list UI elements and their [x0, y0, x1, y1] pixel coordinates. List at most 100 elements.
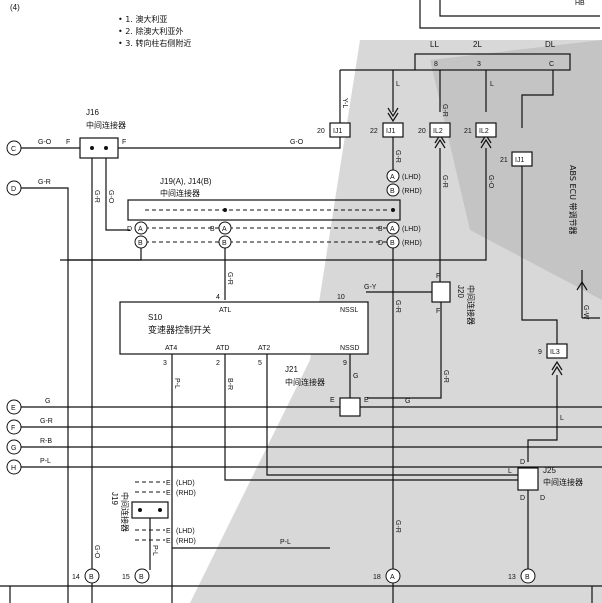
terminal-c[interactable]: C [6, 140, 22, 156]
svg-text:A: A [390, 226, 395, 233]
j16-pin-left: F [66, 139, 70, 146]
2l-label: 2L [473, 40, 482, 49]
wire-j19-left [68, 248, 142, 261]
j19b-connector [131, 501, 169, 519]
wire-nssd-label: G [353, 373, 358, 380]
wire-bottom-pl-label: P-L [280, 539, 291, 546]
s10-nssl: NSSL [340, 307, 358, 314]
wire-g-label: R-B [40, 438, 52, 445]
j16-pin-right: F [122, 139, 126, 146]
wire-l-top2: L [490, 81, 494, 88]
ij1-c-label: IJ1 [515, 157, 524, 164]
terminal-b15-pin: 15 [122, 574, 130, 581]
svg-text:D: D [127, 226, 132, 233]
hb-label: HB [575, 0, 585, 7]
j19b-rhd: (RHD) [176, 490, 196, 497]
terminal-b13[interactable]: 13 B [508, 568, 536, 584]
terminal-a18-label: A [390, 574, 395, 581]
wire-atl-label: G-R [226, 272, 233, 285]
j19-name: 中间连接器 [160, 188, 200, 198]
j19b-id: J19 [110, 492, 119, 505]
j19b-rhd-2: (RHD) [176, 538, 196, 545]
header-label: (4) [10, 3, 20, 12]
terminal-b14[interactable]: 14 B [72, 568, 100, 584]
s10-nssd-pin: 9 [343, 360, 347, 367]
rhd-label: (RHD) [402, 188, 422, 195]
j21-name: 中间连接器 [285, 377, 325, 387]
j19-connector-top [127, 199, 401, 221]
svg-text:B: B [390, 240, 395, 247]
wire-j19b-pl: P-L [151, 545, 158, 556]
wire-j16-drop-2-label: G-O [107, 190, 114, 204]
wire-il2-b-label: G-O [487, 175, 494, 189]
terminal-e[interactable]: E [6, 399, 22, 415]
j21-pin-right: E [364, 397, 369, 404]
j25-id: J25 [543, 466, 556, 475]
j21-connector [339, 397, 361, 417]
wire-bottom-go: G-O [93, 545, 100, 559]
terminal-b13-label: B [525, 574, 530, 581]
abs-ecu-label: ABS ECU 带调节器 [568, 165, 577, 234]
note-2: • 2. 除澳大利亚外 [118, 26, 183, 36]
j25-name: 中间连接器 [543, 477, 583, 487]
terminal-b14-label: B [89, 574, 94, 581]
ij1-b-label: IJ1 [386, 128, 395, 135]
wire-main-gr-label-2: G-R [394, 520, 401, 533]
terminal-d[interactable]: D [6, 180, 22, 196]
terminal-a18-pin: 18 [373, 574, 381, 581]
svg-text:A: A [222, 226, 227, 233]
svg-text:A: A [390, 174, 395, 181]
j20-pin-bottom: F [436, 308, 440, 315]
s10-id: S10 [148, 313, 163, 322]
j19-pin-group-1: A B D [127, 221, 148, 249]
svg-text:B: B [378, 226, 383, 233]
note-3: • 3. 转向柱右侧附近 [118, 38, 191, 48]
lhd-label: (LHD) [402, 174, 421, 181]
s10-atl-pin: 4 [216, 294, 220, 301]
j19b-pin-2: E [166, 490, 171, 497]
j20-id: J20 [456, 285, 465, 298]
ij1-b-pin-b [386, 183, 400, 197]
il3-label: IL3 [550, 349, 560, 356]
j19-id: J19(A), J14(B) [160, 177, 212, 186]
wire-j16-out [118, 137, 341, 149]
ij1-b-pin-a [386, 169, 400, 183]
terminal-f[interactable]: F [6, 419, 22, 435]
ij1-a-label: IJ1 [333, 128, 342, 135]
j21-id: J21 [285, 365, 298, 374]
wire-l-top: L [396, 81, 400, 88]
s10-atd: ATD [216, 345, 229, 352]
s10-at4: AT4 [165, 345, 177, 352]
note-1: • 1. 澳大利亚 [118, 14, 167, 24]
wire-y-l-label: Y-L [341, 98, 348, 108]
s10-nssd: NSSD [340, 345, 359, 352]
wire-h-label: P-L [40, 458, 51, 465]
j20-connector [431, 281, 451, 303]
j16-connector [79, 137, 119, 159]
wire-gy-label: G-Y [364, 284, 377, 291]
svg-text:B: B [210, 226, 215, 233]
wire-e-right-label: G [405, 398, 410, 405]
dl-pin: C [549, 61, 554, 68]
terminal-h[interactable]: H [6, 459, 22, 475]
terminal-e-label: E [11, 405, 16, 412]
top-bus-wire-2 [439, 0, 600, 17]
il3-pin: 9 [538, 349, 542, 356]
arrow-il3 [551, 360, 563, 376]
j19b-lhd-2: (LHD) [176, 528, 195, 535]
wire-gr-b-label: G-R [441, 104, 448, 117]
s10-atd-pin: 2 [216, 360, 220, 367]
bottom-connector-strip-edges [9, 586, 593, 603]
terminal-b15[interactable]: 15 B [122, 568, 150, 584]
dl-label: DL [545, 40, 556, 49]
terminal-g[interactable]: G [6, 439, 22, 455]
s10-at2: AT2 [258, 345, 270, 352]
terminal-a18[interactable]: 18 A [373, 568, 401, 584]
terminal-f-label: F [11, 425, 15, 432]
s10-atl: ATL [219, 307, 231, 314]
j25-connector [517, 467, 539, 491]
wire-il2-a-label: G-R [441, 175, 448, 188]
s10-name: 变速器控制开关 [148, 324, 211, 336]
rhd-label-2: (RHD) [402, 240, 422, 247]
